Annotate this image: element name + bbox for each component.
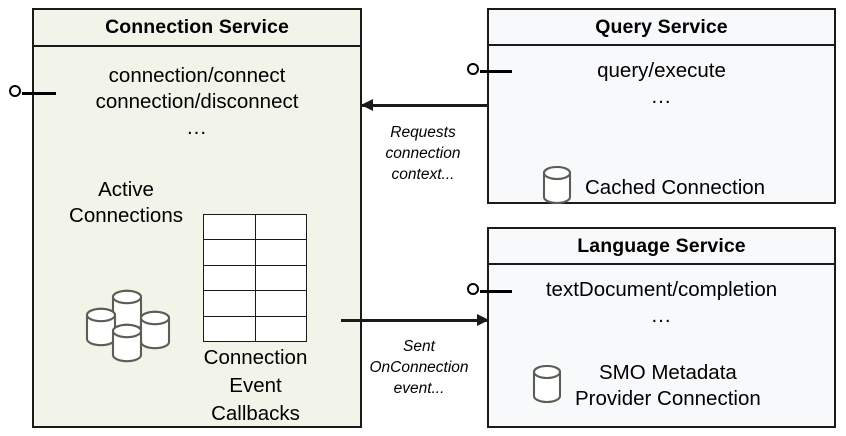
table-row: [204, 265, 307, 292]
arrow-head-left-icon: [361, 99, 373, 111]
table-row: [204, 316, 307, 342]
connector-requests-connection-context-label: Requests connection context...: [356, 122, 490, 185]
table-cell: [256, 266, 307, 290]
connector-label-line1: Sent: [403, 338, 435, 355]
endpoint-ellipsis: ...: [651, 85, 672, 108]
database-cluster-icon: [81, 285, 181, 363]
database-cylinder-icon: [541, 164, 573, 211]
table-cell: [256, 317, 307, 341]
connection-service-endpoints: connection/connect connection/disconnect…: [34, 63, 360, 141]
database-cylinder-icon: [531, 363, 563, 410]
endpoint-textdocument-completion: textDocument/completion: [545, 278, 778, 301]
query-service-title: Query Service: [489, 10, 834, 46]
table-cell: [204, 316, 256, 342]
interface-ball-icon: [467, 283, 479, 295]
language-service-resource: SMO Metadata Provider Connection: [531, 360, 761, 412]
language-service-title: Language Service: [489, 229, 834, 265]
table-cell: [256, 215, 307, 239]
arrow-head-right-icon: [477, 314, 489, 326]
endpoint-connection-disconnect: connection/disconnect: [95, 90, 299, 113]
connector-requests-connection-context-line: [362, 104, 488, 107]
interface-stem: [480, 290, 512, 293]
resource-label-line1: SMO Metadata: [598, 361, 737, 384]
table-icon: [203, 214, 307, 342]
table-cell: [256, 240, 307, 264]
interface-ball-icon: [9, 85, 21, 97]
query-service-body: query/execute ... Cached Connection: [489, 46, 834, 205]
table-row: [204, 240, 307, 266]
connector-label-line2: connection: [385, 145, 461, 162]
callbacks-caption-line2: Event: [229, 374, 282, 397]
component-query-service[interactable]: Query Service query/execute ... Cached C…: [487, 8, 836, 205]
query-service-resource: Cached Connection: [541, 164, 765, 211]
endpoint-query-execute: query/execute: [597, 59, 726, 82]
smo-metadata-provider-connection-label: SMO Metadata Provider Connection: [575, 360, 761, 412]
callbacks-caption-line3: Callbacks: [211, 402, 300, 425]
connection-service-body: connection/connect connection/disconnect…: [34, 47, 360, 426]
interface-stem: [22, 92, 56, 95]
table-cell: [204, 240, 256, 265]
query-service-endpoints: query/execute ...: [489, 58, 834, 110]
endpoint-ellipsis: ...: [186, 116, 208, 139]
interface-ball-icon: [467, 63, 479, 75]
active-connections-label: Active Connections: [50, 177, 202, 229]
connector-label-line3: event...: [393, 380, 445, 397]
table-cell: [256, 291, 307, 315]
active-connections-label-line2: Connections: [69, 204, 183, 227]
table-row: [204, 215, 307, 241]
language-service-body: textDocument/completion ... SMO Metadata…: [489, 265, 834, 426]
callbacks-caption-line1: Connection: [203, 346, 308, 369]
active-connections-label-line1: Active: [98, 178, 154, 201]
table-cell: [204, 291, 256, 316]
resource-label-line2: Provider Connection: [575, 387, 761, 410]
connector-label-line1: Requests: [390, 124, 456, 141]
connector-label-line2: OnConnection: [369, 359, 469, 376]
interface-stem: [480, 70, 512, 73]
table-row: [204, 291, 307, 317]
table-cell: [204, 215, 256, 240]
component-connection-service[interactable]: Connection Service connection/connect co…: [32, 8, 362, 428]
language-service-endpoints: textDocument/completion ...: [489, 277, 834, 329]
endpoint-connection-connect: connection/connect: [108, 64, 286, 87]
connector-label-line3: context...: [391, 166, 455, 183]
connector-sent-onconnection-event-line: [341, 319, 488, 322]
endpoint-ellipsis: ...: [651, 304, 672, 327]
connection-event-callbacks-caption: Connection Event Callbacks: [184, 344, 327, 428]
table-cell: [204, 265, 256, 291]
component-language-service[interactable]: Language Service textDocument/completion…: [487, 227, 836, 428]
connection-service-title: Connection Service: [34, 10, 360, 47]
cached-connection-label: Cached Connection: [585, 175, 766, 199]
connector-sent-onconnection-event-label: Sent OnConnection event...: [344, 336, 494, 399]
